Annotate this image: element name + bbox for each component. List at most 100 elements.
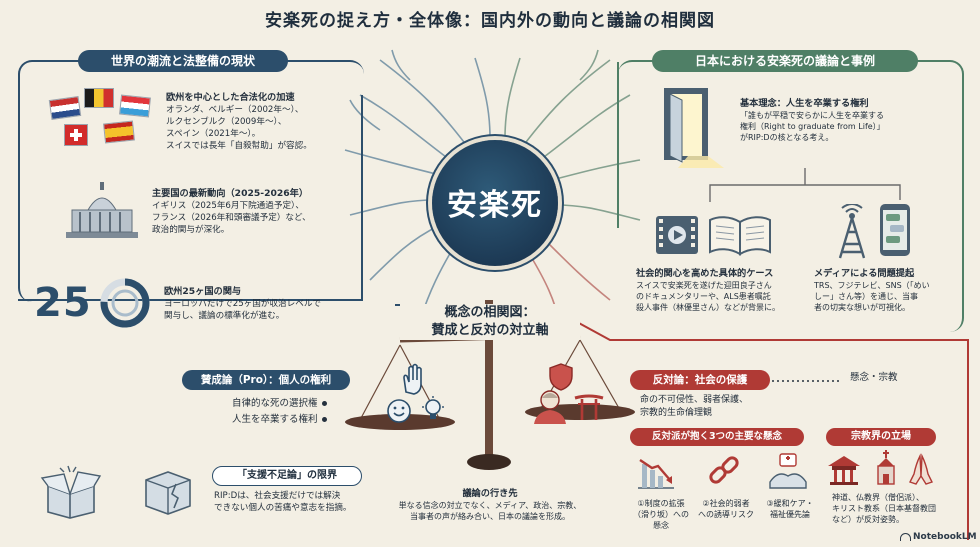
world-eu-title: 欧州25ヶ国の関与 (164, 286, 242, 297)
japan-media-title: メディアによる問題提起 (814, 268, 915, 279)
bullet-dot-icon (321, 401, 327, 406)
world-eu-line: ヨーロッパだけで25ヶ国が収治レベルで (164, 299, 322, 309)
world-header: 世界の潮流と法整備の現状 (78, 50, 288, 72)
destination-line: 当事者の声が絡み合い、日本の議論を形成。 (410, 512, 570, 521)
pro-item-label: 人生を卒業する権利 (232, 414, 318, 425)
japan-media-line: 者の切実な想いが可視化。 (814, 303, 910, 312)
shield-icon (549, 363, 573, 391)
open-book-icon (709, 216, 771, 256)
cracked-box-icon (145, 471, 191, 515)
eu-count-number: 25 (34, 280, 92, 326)
con-line: 宗教的生命倫理観 (640, 407, 713, 418)
concern-line: （滑り坂）への (633, 510, 689, 519)
concern-item-2: ②社会的弱者 への誘導リスク (690, 498, 762, 520)
religion-line: キリスト教系（日本基督教団 (832, 504, 936, 513)
world-legal-line: オランダ、ベルギー（2002年〜）、 (166, 105, 304, 115)
destination-line: 単なる信念の対立でなく、メディア、政治、宗教、 (398, 501, 582, 510)
con-dotted-connector (772, 380, 842, 382)
center-node: 安楽死 (432, 140, 558, 266)
capitol-building-icon (66, 182, 138, 238)
con-line: 命の不可侵性、弱者保護、 (640, 395, 749, 405)
japan-media-text: メディアによる問題提起 TRS、フジテレビ、SNS（「めい しー」さん等）を通じ… (814, 268, 964, 313)
japan-cases-text: 社会的関心を高めた具体的ケース スイスで安楽死を遂げた迎田良子さん のドキュメン… (636, 268, 806, 313)
pro-item: 自律的な死の選択権 (232, 396, 362, 412)
world-trends-line: フランス（2026年和頭審議予定）など、 (152, 213, 311, 223)
japan-cases-line: 殺人事件（林優里さん）などが背景に。 (636, 303, 780, 312)
belgium-flag-icon (84, 88, 114, 108)
japan-principle-line: がRIP:Dの核となる考え。 (740, 133, 834, 142)
religion-header: 宗教界の立場 (826, 428, 936, 446)
concern-line: ③緩和ケア・ (766, 499, 814, 508)
concern-line: への誘導リスク (698, 510, 754, 519)
support-header: 「支援不足論」の限界 (212, 466, 362, 486)
japan-header: 日本における安楽死の議論と事例 (652, 50, 918, 72)
concern-item-1: ①制度の拡張 （滑り坂）への 懸念 (626, 498, 696, 531)
ring-chart-icon (100, 278, 150, 328)
brand-watermark: NotebookLM (900, 532, 977, 542)
switzerland-flag-icon (64, 124, 88, 146)
concern-line: 懸念 (653, 521, 669, 530)
japan-principle-text: 基本理念：人生を卒業する権利 「誰もが平穏で安らかに人生を卒業する 権利（Rig… (740, 98, 960, 143)
religion-line: など）が反対姿勢。 (832, 515, 904, 524)
world-legal-line: ルクセンブルク（2009年〜）、 (166, 117, 287, 127)
lightbulb-icon (422, 396, 444, 419)
broken-box-icon (40, 465, 102, 519)
center-label: 安楽死 (447, 188, 543, 223)
support-line: できない個人の苦痛や意志を指摘。 (214, 503, 352, 513)
religion-line: 神道、仏教界（僧侶派）、 (832, 493, 924, 502)
concept-title-line1: 概念の相関図： (444, 305, 536, 320)
world-trends-line: イギリス（2025年6月下院通過予定）、 (152, 201, 304, 211)
brand-label: NotebookLM (913, 532, 977, 542)
pro-items: 自律的な死の選択権 人生を卒業する権利 (232, 396, 362, 428)
world-eu-line: 関与し、議論の標準化が進む。 (164, 311, 285, 321)
concept-title-line2: 賛成と反対の対立軸 (431, 323, 549, 338)
pro-header: 賛成論（Pro）：個人の権利 (182, 370, 350, 390)
broadcast-tower-icon (838, 204, 866, 259)
care-hands-icon (769, 453, 807, 489)
japan-cases-line: スイスで安楽死を遂げた迎田良子さん (636, 281, 772, 290)
con-header: 反対論：社会の保護 (630, 370, 770, 390)
smartphone-icon (880, 204, 910, 256)
japan-principle-title: 基本理念：人生を卒業する権利 (740, 98, 869, 109)
japan-principle-line: 「誰もが平穏で安らかに人生を卒業する (740, 111, 884, 120)
smiley-face-icon (387, 399, 411, 423)
world-trends-title: 主要国の最新動向（2025-2026年） (152, 188, 309, 199)
japan-principle-line: 権利（Right to graduate from Life）」 (740, 122, 885, 131)
japan-media-line: しー」さん等）を通じ、当事 (814, 292, 918, 301)
destination-title: 議論の行き先 (462, 488, 518, 499)
destination-text: 議論の行き先 単なる信念の対立でなく、メディア、政治、宗教、 当事者の声が絡み合… (384, 488, 596, 522)
concern-line: 福祉優先論 (770, 510, 810, 519)
luxembourg-flag-icon (119, 94, 151, 118)
open-door-icon (664, 88, 724, 168)
world-legal-title: 欧州を中心とした合法化の加速 (166, 92, 295, 103)
world-trends-line: 政治的関与が深化。 (152, 225, 230, 235)
flags-icon (46, 88, 156, 148)
religion-text: 神道、仏教界（僧侶派）、 キリスト教系（日本基督教団 など）が反対姿勢。 (832, 492, 972, 525)
page-title: 安楽死の捉え方・全体像：国内外の動向と議論の相関図 (265, 11, 715, 31)
concerns-header: 反対派が抱く3つの主要な懸念 (630, 428, 804, 446)
concern-line: ②社会的弱者 (702, 499, 750, 508)
concern-line: ①制度の拡張 (637, 499, 685, 508)
world-trends-text: 主要国の最新動向（2025-2026年） イギリス（2025年6月下院通過予定）… (152, 188, 362, 236)
video-film-icon (656, 216, 698, 254)
declining-chart-icon (638, 459, 674, 489)
con-lines: 命の不可侵性、弱者保護、 宗教的生命倫理観 (640, 394, 800, 419)
pro-item: 人生を卒業する権利 (232, 412, 362, 428)
bullet-dot-icon (321, 417, 327, 422)
world-legal-line: スペイン（2021年〜）。 (166, 129, 261, 139)
temple-icon (828, 456, 860, 485)
brand-logo-icon (900, 532, 911, 541)
world-legal-line: スイスでは長年「自殺幇助」が容認。 (166, 141, 312, 151)
support-text: RIP:Dは、社会支援だけでは解決 できない個人の苦痛や意志を指摘。 (214, 490, 384, 514)
world-legal-text: 欧州を中心とした合法化の加速 オランダ、ベルギー（2002年〜）、 ルクセンブル… (166, 92, 366, 152)
broken-chain-icon (709, 456, 739, 484)
pro-item-label: 自律的な死の選択権 (232, 398, 318, 409)
japan-cases-line: のドキュメンタリーや、ALS患者嘱託 (636, 292, 771, 301)
torii-gate-icon (574, 394, 604, 420)
netherlands-flag-icon (48, 96, 82, 120)
concept-title: 概念の相関図： 賛成と反対の対立軸 (400, 304, 580, 340)
world-eu-text: 欧州25ヶ国の関与 ヨーロッパだけで25ヶ国が収治レベルで 関与し、議論の標準化… (164, 286, 374, 322)
church-icon (877, 450, 895, 485)
raised-hand-icon (403, 363, 422, 395)
praying-hands-icon (909, 453, 933, 485)
